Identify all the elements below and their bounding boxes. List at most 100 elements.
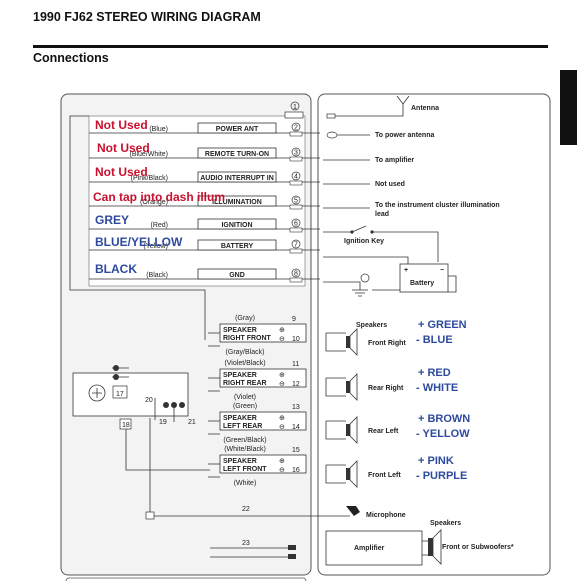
speaker-neg-num: 10 [292,336,300,343]
wire-row: (Blue) POWER ANT 2 [89,122,320,137]
ground-symbol [323,273,400,297]
speaker-icon [349,460,358,488]
annotation-ignition: GREY [95,213,129,227]
speaker-icon [349,416,358,444]
speaker-icon [349,373,358,401]
amplifier-plug-1 [288,545,296,550]
wire-label-box [197,268,277,280]
wire-label-box [197,171,277,183]
wire-terminal [289,131,303,137]
wire-num: 8 [294,271,298,278]
wire-label-box [197,147,277,159]
svg-text:+: + [404,267,408,274]
head-num-18: 18 [122,422,130,429]
speaker-pos-num: 11 [292,361,299,368]
speaker-lead [325,377,346,397]
speaker-neg-num: 12 [292,381,300,388]
wire-terminal [289,227,303,233]
wire-num: 4 [294,174,298,181]
wire-num-ring [291,218,301,228]
speaker-neg-note: - WHITE [416,382,458,394]
speaker-box-line1: SPEAKER [223,458,257,465]
speaker-box-line2: RIGHT FRONT [223,335,272,342]
wire-label: GND [229,272,245,279]
speaker-box-line1: SPEAKER [223,372,257,379]
speaker-neg-note: - BLUE [416,334,453,346]
wire-label: BATTERY [221,243,254,250]
annotation-illum: Can tap into dash illum [93,190,225,204]
dest-ignition-key: Ignition Key [344,238,384,245]
dest-battery: Battery [410,280,434,287]
speaker-pos-num: 13 [292,404,300,411]
annotation-audio: Not Used [95,165,148,179]
speaker-name: Rear Right [368,385,404,392]
speaker-pos-color: (White/Black) [224,446,266,453]
wire-num: 3 [294,150,298,157]
speaker-harness-lines [208,463,220,478]
wire-num-ring [291,171,301,181]
speaker-neg-note: - PURPLE [416,470,467,482]
microphone-num: 22 [242,506,250,513]
dest-amplifier: To amplifier [375,157,414,164]
speaker-name: Front Right [368,340,406,347]
battery-symbol: + − [399,263,457,293]
wire-label-box [197,239,277,251]
speaker-icon-magnet [346,424,350,436]
wire-terminal [289,156,303,162]
annotation-power-ant: Not Used [95,118,148,132]
page-title: 1990 FJ62 STEREO WIRING DIAGRAM [33,10,261,24]
head-num-17: 17 [116,391,124,398]
amplifier-box [325,530,423,566]
speaker-neg-num: 14 [292,424,300,431]
head-num-19: 19 [159,419,167,426]
speaker-name: Rear Left [368,428,399,435]
amplifier-output-label: Front or Subwoofers* [442,544,514,551]
wire-label-box [197,122,277,134]
wire-label: IGNITION [221,222,252,229]
amplifier-speakers-label: Speakers [430,520,461,527]
wire-terminal [289,180,303,186]
annotation-gnd: BLACK [95,262,137,276]
wire-color: (Orange) [140,199,168,206]
amplifier-num: 23 [242,540,250,547]
speaker-lead [325,420,346,440]
speaker-box-line2: LEFT FRONT [223,466,267,473]
harness-outer-line [69,115,206,340]
wire-num-1: 1 [293,104,297,111]
wire-color: (Blue/White) [129,151,168,158]
amplifier-speaker-icon [428,529,442,565]
wire-label: REMOTE TURN-ON [205,151,269,158]
head-num-20: 20 [145,397,153,404]
dest-power-antenna: To power antenna [375,132,434,139]
wire-label-box [197,195,277,207]
wire-color: (Red) [150,222,168,229]
wire-num-ring [291,147,301,157]
wire-label: POWER ANT [216,126,259,133]
speaker-pos-color: (Violet/Black) [224,360,265,367]
speaker-lead [325,464,346,484]
annotation-battery: BLUE/YELLOW [95,235,183,249]
speaker-name: Front Left [368,472,401,479]
speaker-box-line1: SPEAKER [223,415,257,422]
speaker-icon-magnet [346,468,350,480]
bottom-panel [65,577,307,581]
microphone-plug [145,511,155,520]
wire-row: (Blue/White) REMOTE TURN-ON 3 [89,147,320,162]
vehicle-panel [317,93,551,576]
microphone-icon [346,506,360,516]
speaker-box-line2: RIGHT REAR [223,380,267,387]
wire-label: ILLUMINATION [212,199,262,206]
speaker-neg-num: 16 [292,467,300,474]
wire-num-ring [291,195,301,205]
wire-color: (Blue) [149,126,168,133]
wire-num: 2 [294,125,298,132]
speaker-plus-mark: ⊕ [279,372,285,379]
wire-color: (Yellow) [143,243,168,250]
speaker-pos-color: (Green) [233,403,257,410]
